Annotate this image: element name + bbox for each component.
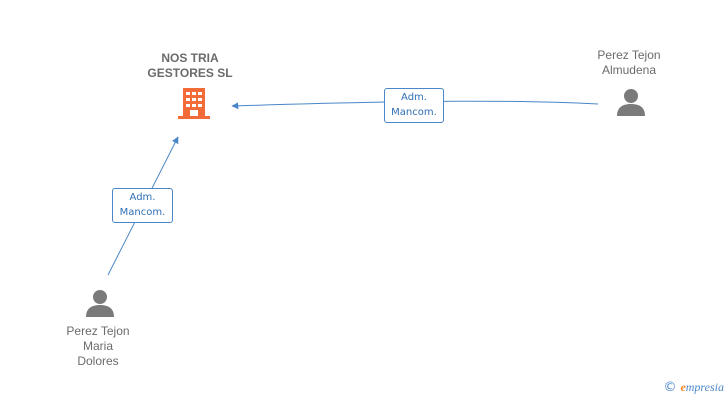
person-name-line3: Dolores: [77, 354, 119, 368]
person-name-label-maria[interactable]: Perez Tejon Maria Dolores: [48, 324, 148, 369]
person-name-line2: Maria: [82, 339, 113, 353]
building-icon[interactable]: [178, 88, 210, 119]
company-name-label[interactable]: NOS TRIA GESTORES SL: [130, 51, 250, 81]
person-name-label-almudena[interactable]: Perez Tejon Almudena: [579, 48, 679, 78]
edge-label-line2: Mancom.: [119, 207, 166, 218]
person-icon[interactable]: [617, 89, 645, 116]
person-name-line1: Perez Tejon: [597, 48, 661, 62]
company-name-line1: NOS TRIA: [161, 51, 219, 65]
person-icon[interactable]: [86, 290, 114, 317]
copyright-icon: ©: [663, 380, 677, 395]
edge-label-almudena[interactable]: Adm. Mancom.: [384, 88, 444, 123]
brand-footer[interactable]: ©empresia: [663, 380, 724, 395]
company-name-line2: GESTORES SL: [147, 66, 233, 80]
brand-logo-text: mpresia: [685, 380, 724, 394]
edge-almudena-to-company: [231, 100, 599, 110]
person-name-line2: Almudena: [601, 63, 657, 77]
brand-logo-initial: e: [680, 380, 686, 394]
edge-label-line1: Adm.: [129, 192, 156, 203]
person-name-line1: Perez Tejon: [66, 324, 130, 338]
edge-label-line1: Adm.: [401, 92, 427, 103]
edge-label-maria[interactable]: Adm. Mancom.: [112, 188, 173, 223]
edge-label-line2: Mancom.: [391, 107, 437, 118]
